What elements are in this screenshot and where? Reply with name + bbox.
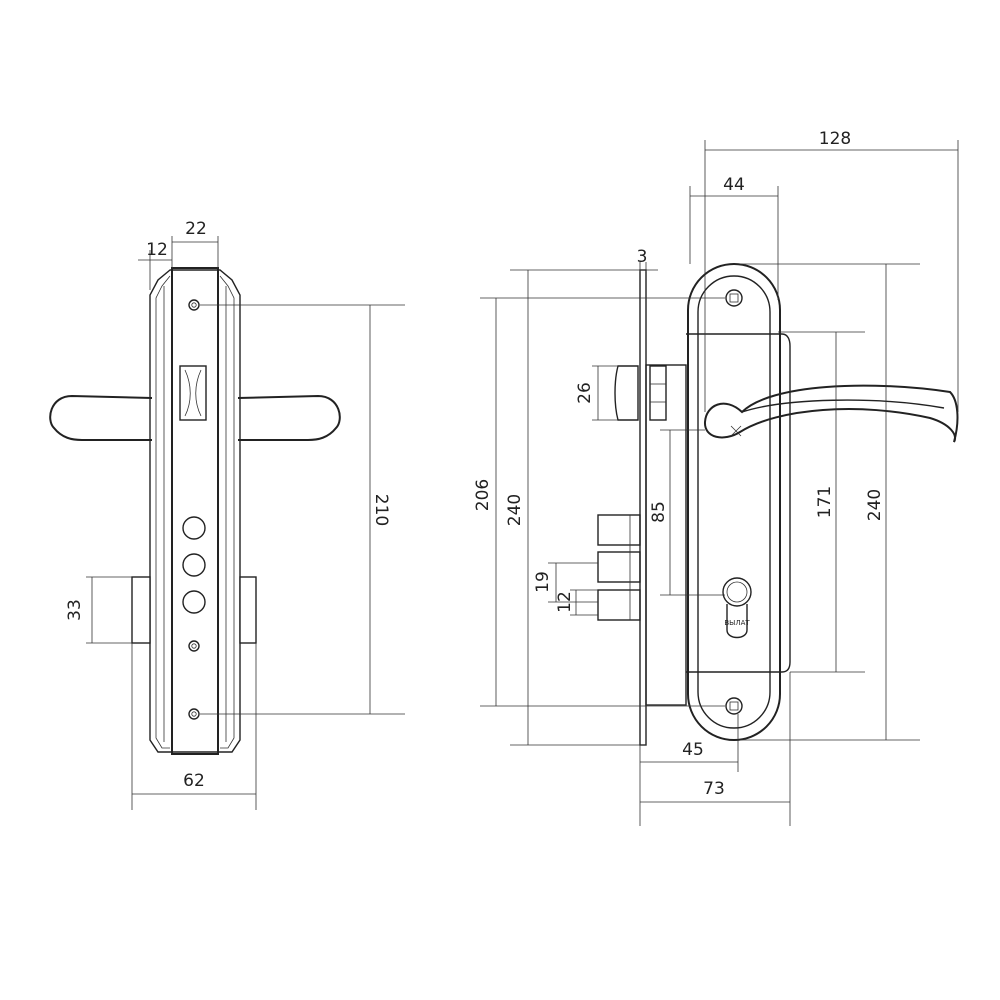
dim-12-top: 12 — [138, 240, 172, 290]
dim-240-left: 240 — [505, 270, 646, 746]
latch-bolt — [614, 365, 667, 421]
lever-handle — [703, 384, 959, 443]
left-lever — [49, 394, 153, 441]
latch-window — [179, 365, 207, 421]
side-view: ВЫЛАТ 128 44 3 — [473, 129, 959, 826]
dim-45: 45 — [639, 714, 739, 826]
screw-top-side — [725, 289, 743, 307]
dim-12-side: 12 — [555, 589, 598, 616]
dim-19-label: 19 — [533, 571, 553, 593]
dim-44: 44 — [689, 175, 779, 300]
dim-26: 26 — [575, 365, 618, 421]
dim-206: 206 — [473, 297, 725, 707]
dim-26-label: 26 — [575, 382, 595, 404]
dim-85: 85 — [649, 429, 725, 596]
dead-bolt-1 — [597, 514, 641, 546]
dim-33-label: 33 — [65, 599, 85, 621]
dim-171-label: 171 — [815, 486, 835, 518]
screw-top — [188, 299, 200, 311]
dead-bolt-2 — [597, 551, 641, 583]
back-plate-outer — [149, 269, 241, 753]
dim-22-label: 22 — [185, 219, 207, 239]
dim-85-label: 85 — [649, 501, 669, 523]
right-nut — [239, 576, 257, 644]
back-plate — [686, 333, 791, 673]
dim-240-left-label: 240 — [505, 494, 525, 526]
front-plate — [171, 267, 219, 755]
dim-206-label: 206 — [473, 479, 493, 511]
dim-210-label: 210 — [371, 494, 391, 526]
back-plate-inner-left — [155, 275, 171, 749]
screw-bottom-side — [725, 697, 743, 715]
dead-bolt-3 — [597, 589, 641, 621]
screw-bottom — [188, 708, 200, 720]
dim-12-side-label: 12 — [555, 591, 575, 613]
dim-128: 128 — [704, 129, 959, 412]
dim-3: 3 — [510, 247, 658, 272]
back-plate-inner-right — [219, 275, 235, 749]
brand-text: ВЫЛАТ — [724, 619, 750, 627]
dim-73-label: 73 — [703, 779, 725, 799]
dim-22: 22 — [171, 219, 219, 268]
screw-middle — [188, 640, 200, 652]
dim-19: 19 — [533, 562, 598, 603]
bolt-hole-2 — [182, 553, 206, 577]
faceplate-strip — [639, 269, 647, 746]
dim-33: 33 — [65, 576, 132, 644]
left-nut — [131, 576, 151, 644]
dim-128-label: 128 — [819, 129, 851, 149]
dim-3-label: 3 — [637, 247, 648, 267]
dim-45-label: 45 — [682, 740, 704, 760]
dim-171: 171 — [778, 331, 865, 673]
dim-73: 73 — [640, 672, 791, 826]
dim-210: 210 — [200, 304, 405, 715]
escutcheon-inner — [697, 275, 771, 729]
dim-62-label: 62 — [183, 771, 205, 791]
right-lever — [237, 394, 341, 441]
front-view: 22 12 210 33 62 — [49, 219, 405, 810]
dim-62: 62 — [131, 643, 257, 810]
cylinder-keyhole: ВЫЛАТ — [722, 577, 752, 639]
dim-240-right-label: 240 — [865, 489, 885, 521]
dim-44-label: 44 — [723, 175, 745, 195]
dim-12-top-label: 12 — [146, 240, 168, 260]
bolt-hole-3 — [182, 590, 206, 614]
escutcheon-outer — [687, 263, 781, 741]
bolt-hole-1 — [182, 516, 206, 540]
dim-240-right: 240 — [740, 263, 920, 741]
